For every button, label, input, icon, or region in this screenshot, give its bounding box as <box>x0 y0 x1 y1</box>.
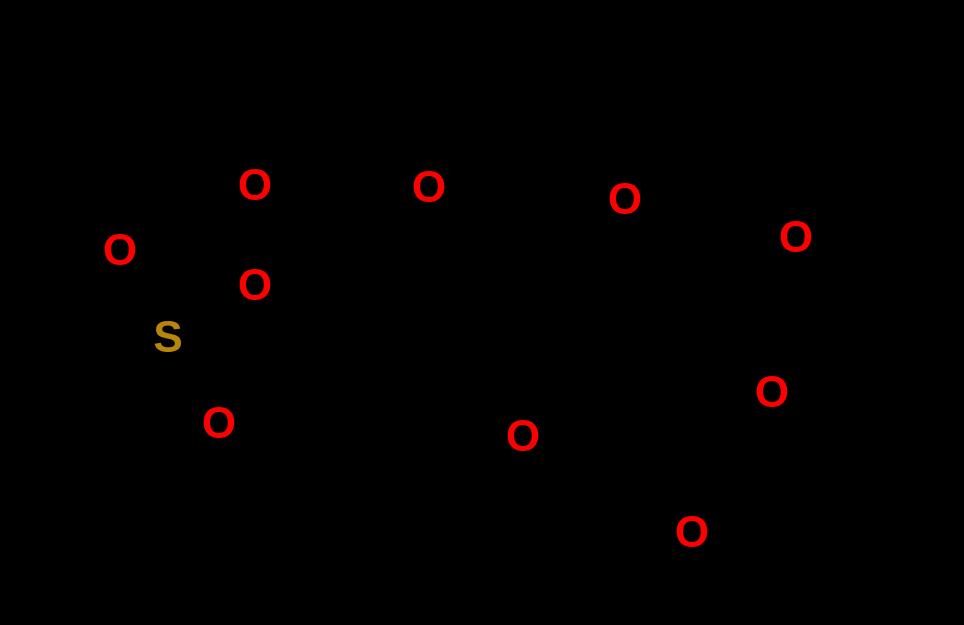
bond-O10-C17 <box>710 467 793 522</box>
bond-C10-C11 <box>787 137 887 199</box>
bond-C5-O7 <box>521 337 531 414</box>
atom-label-o-o4: O <box>238 261 272 310</box>
atom-label-s-s1: S <box>153 313 182 362</box>
bond-S1-C16 <box>47 348 150 423</box>
bond-S1-O5-a <box>135 266 165 314</box>
bond-C2-C3 <box>319 287 428 338</box>
bond-S1-O6-b <box>184 352 215 401</box>
bond-S1-O6-a <box>172 359 203 408</box>
bond-C7-C9 <box>621 389 703 443</box>
bond-C5-C6 <box>525 293 627 343</box>
atom-label-o-o6: O <box>202 399 236 448</box>
atom-label-o-o8: O <box>779 213 813 262</box>
atom-label-o-o10: O <box>675 508 709 557</box>
bond-C1-C15 <box>247 87 325 249</box>
bond-layer <box>47 67 887 522</box>
atom-label-o-o5: O <box>103 226 137 275</box>
bond-C9-C12 <box>697 315 887 443</box>
bond-S1-O4 <box>187 295 236 327</box>
bond-S1-O3-a <box>183 208 252 321</box>
bond-C4-O2 <box>525 207 605 249</box>
bond-C10-O9 <box>770 137 793 370</box>
atom-label-o-o2: O <box>608 175 642 224</box>
bond-O1-C14 <box>434 67 473 166</box>
bond-S1-O3-b <box>171 201 240 314</box>
bond-O4-C1 <box>274 243 325 275</box>
atom-label-o-o1: O <box>412 163 446 212</box>
bond-O7-C9 <box>545 433 703 443</box>
atom-label-o-o3: O <box>238 161 272 210</box>
bond-O2-C13 <box>597 77 623 177</box>
atom-label-o-o7: O <box>506 412 540 461</box>
atom-label-o-o9: O <box>755 368 789 417</box>
bond-C6-O8 <box>621 242 775 299</box>
bond-C1-O1 <box>319 196 410 249</box>
bond-C3-C4 <box>422 243 531 293</box>
bond-S1-O5-b <box>123 273 153 321</box>
bond-C7-O10 <box>621 389 684 512</box>
